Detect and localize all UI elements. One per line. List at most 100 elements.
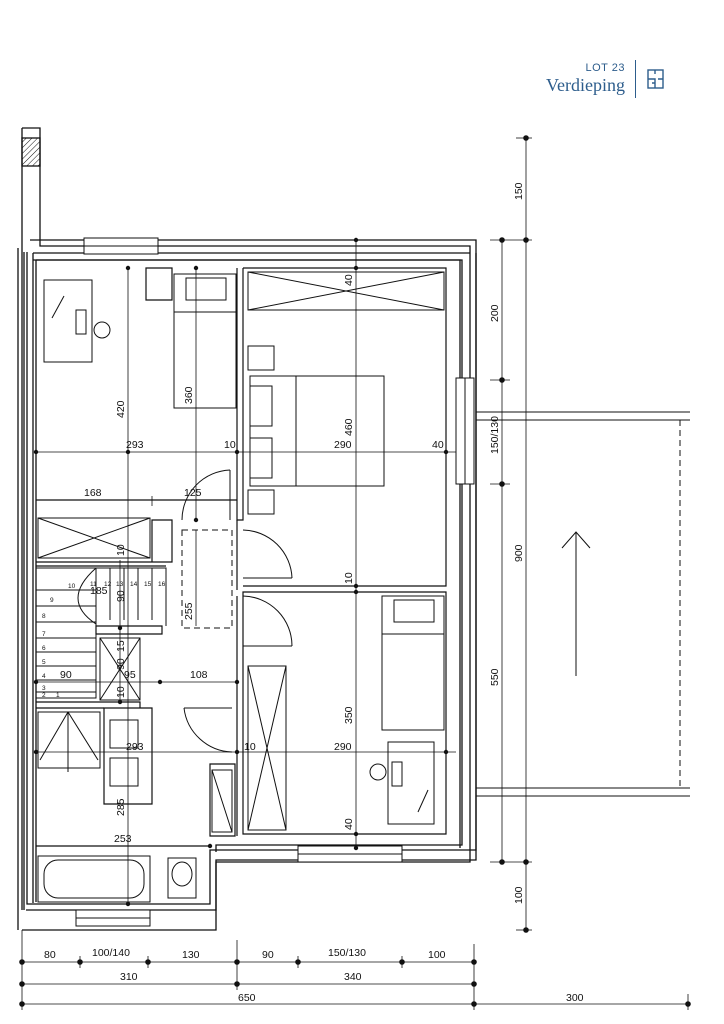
chimney — [21, 137, 41, 167]
door-bedroom3 — [242, 595, 293, 647]
dim-bedroom1-width: 293 — [126, 439, 144, 451]
stair-num: 1 — [56, 692, 60, 699]
closet — [37, 517, 151, 559]
dim-stair-95: 95 — [124, 669, 136, 681]
dim-right-150-130: 150/130 — [489, 416, 501, 454]
windows — [75, 237, 475, 927]
wardrobe-master — [247, 271, 445, 311]
desk-bedroom3 — [387, 741, 435, 825]
stair-num: 5 — [42, 659, 46, 666]
sink-1 — [109, 719, 139, 749]
bottom-dims: 80 100/140 130 90 150/130 100 310 340 65… — [44, 947, 584, 1004]
dim-wall: 10 — [115, 544, 127, 556]
dim-stair-185: 185 — [90, 585, 108, 597]
stair-num: 15 — [144, 581, 152, 588]
dim-bottom-310: 310 — [120, 971, 138, 983]
dim-corridor-255: 255 — [183, 602, 195, 620]
dim-bottom-100: 100 — [428, 949, 446, 961]
dim-right-550: 550 — [489, 668, 501, 686]
dim-wall: 10 — [244, 741, 256, 753]
stair-numbers: 10 11 12 13 14 15 16 9 8 7 6 5 4 3 2 1 — [42, 581, 166, 699]
chair-bedroom1 — [93, 321, 111, 339]
stair-num: 12 — [104, 581, 112, 588]
stair-num: 11 — [90, 581, 97, 588]
dim-master-depth: 460 — [343, 418, 355, 436]
bed-bedroom1 — [173, 273, 237, 409]
toilet — [167, 857, 197, 899]
wardrobe-bedroom3 — [247, 665, 287, 831]
door-bath — [183, 707, 233, 753]
stair-num: 3 — [42, 685, 46, 692]
dim-bottom-90: 90 — [262, 949, 274, 961]
chair-bedroom3 — [369, 763, 387, 781]
dim-wall: 40 — [432, 439, 444, 451]
dim-landing: 125 — [184, 487, 202, 499]
stair-num: 10 — [68, 583, 76, 590]
bathtub — [37, 855, 151, 903]
floorplan-icon — [647, 69, 664, 89]
dim-dots — [33, 237, 449, 907]
plan-header: LOT 23 Verdieping — [546, 60, 666, 98]
dim-stair-90: 90 — [115, 590, 127, 602]
dim-master-width: 290 — [334, 439, 352, 451]
dim-right-total: 900 — [513, 544, 525, 562]
dim-bottom-340: 340 — [344, 971, 362, 983]
right-dim-chain — [490, 135, 532, 933]
shower — [37, 711, 101, 769]
dim-bottom-80: 80 — [44, 949, 56, 961]
dim-bottom-300: 300 — [566, 992, 584, 1004]
terrace — [476, 411, 690, 797]
dim-bedroom3-depth: 350 — [343, 706, 355, 724]
lot-label: LOT 23 — [585, 62, 625, 74]
desk-bedroom1 — [43, 279, 93, 363]
dim-bottom-650: 650 — [238, 992, 256, 1004]
dim-bath-253: 253 — [114, 833, 132, 845]
dim-wall: 10 — [115, 686, 127, 698]
stair-num: 2 — [42, 692, 46, 699]
bed-master — [249, 375, 385, 487]
interior-dims: 420 360 293 10 460 290 40 40 168 125 10 … — [60, 274, 444, 845]
dim-closet: 168 — [84, 487, 102, 499]
stair-num: 6 — [42, 645, 46, 652]
plan-header-text: LOT 23 Verdieping — [546, 60, 636, 98]
doors — [181, 469, 293, 753]
staircase — [35, 567, 167, 701]
bed-bedroom3 — [381, 595, 445, 731]
dim-wall: 10 — [343, 572, 355, 584]
stair-num: 4 — [42, 673, 46, 680]
dim-stair-90: 90 — [60, 669, 72, 681]
dim-wall: 40 — [343, 818, 355, 830]
stair-num: 8 — [42, 613, 46, 620]
dim-wall: 40 — [343, 274, 355, 286]
stair-num: 9 — [50, 597, 54, 604]
dim-stair-90: 90 — [115, 658, 127, 670]
dim-wall: 10 — [224, 439, 236, 451]
dim-bottom-150-130: 150/130 — [328, 947, 366, 959]
dim-bottom-100-140: 100/140 — [92, 947, 130, 959]
dim-bed1: 360 — [183, 386, 195, 404]
dim-bath-width: 293 — [126, 741, 144, 753]
stair-num: 16 — [158, 581, 166, 588]
dim-right-100: 100 — [513, 886, 525, 904]
outer-wall-thick — [26, 252, 477, 911]
interior-dim-lines — [36, 240, 456, 904]
dim-bedroom3-width: 290 — [334, 741, 352, 753]
dim-right-200: 200 — [489, 304, 501, 322]
nightstand-2 — [247, 489, 275, 515]
door-master — [242, 529, 293, 579]
furniture — [37, 271, 445, 903]
dim-stair-15: 15 — [115, 640, 127, 652]
right-dims: 150 200 150/130 550 100 900 — [489, 182, 525, 904]
dim-bath-285: 285 — [115, 798, 127, 816]
dim-bedroom1-depth: 420 — [115, 400, 127, 418]
nightstand-1 — [247, 345, 275, 371]
dim-bottom-130: 130 — [182, 949, 200, 961]
floor-title: Verdieping — [546, 75, 625, 95]
radiator — [211, 769, 233, 833]
stair-num: 7 — [42, 631, 46, 638]
dim-right-150: 150 — [513, 182, 525, 200]
sink-2 — [109, 757, 139, 787]
dim-corridor-108: 108 — [190, 669, 208, 681]
bottom-dim-chains — [19, 930, 691, 1010]
